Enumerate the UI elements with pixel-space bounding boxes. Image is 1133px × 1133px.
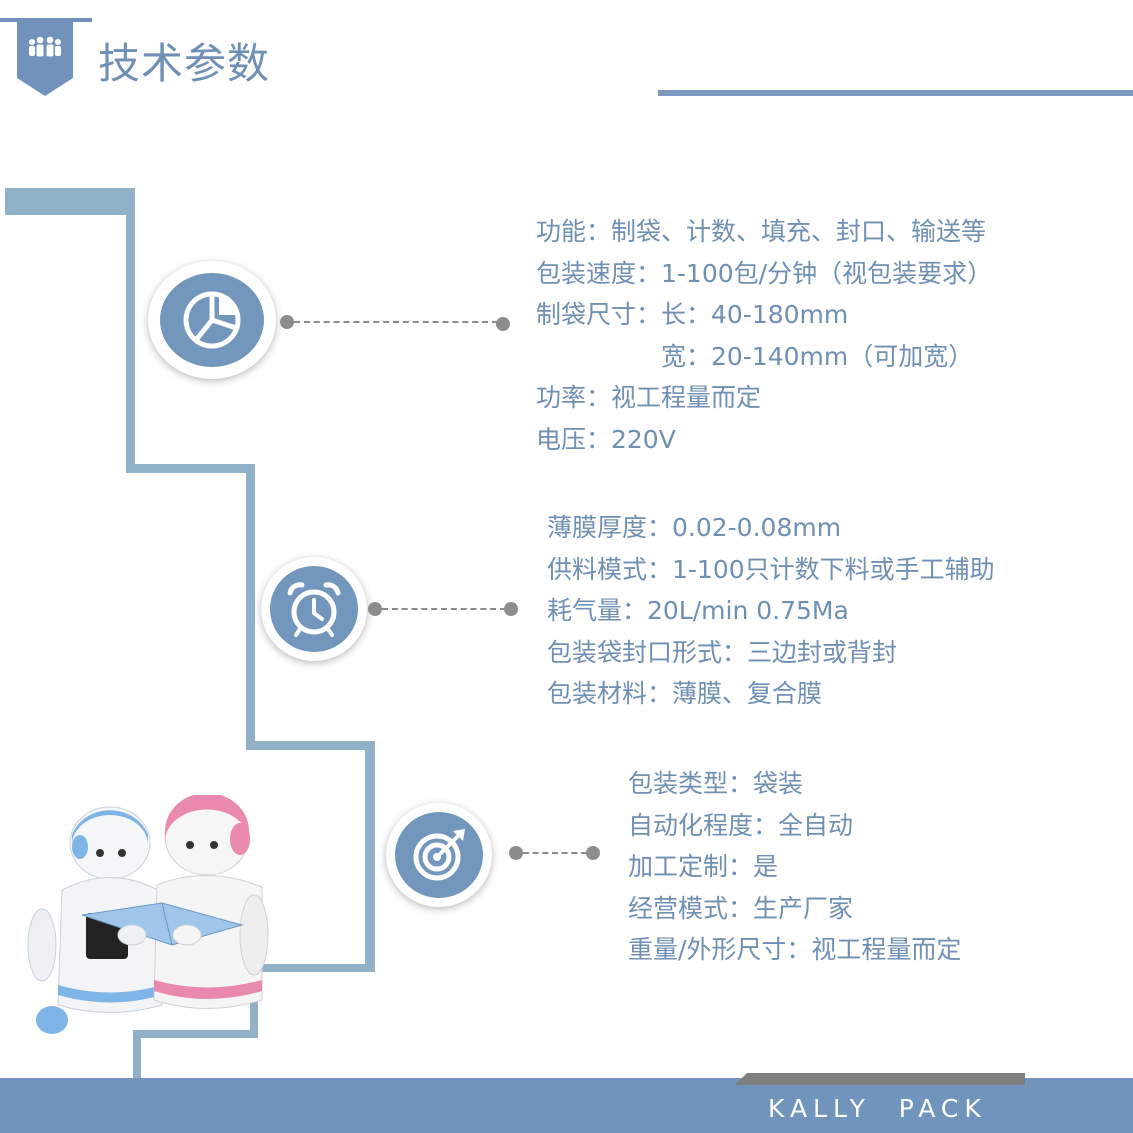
stair-step-5-top [133, 1030, 258, 1038]
section-3-connector-end [586, 846, 600, 860]
section-1-specs: 功能：制袋、计数、填充、封口、输送等 包装速度：1-100包/分钟（视包装要求）… [536, 211, 992, 460]
spec-line: 制袋尺寸：长：40-180mm [536, 300, 849, 329]
target-arrow-icon [413, 829, 465, 881]
spec-line: 功率：视工程量而定 [536, 383, 762, 412]
spec-line: 耗气量：20L/min 0.75Ma [547, 596, 849, 625]
page-title: 技术参数 [98, 39, 271, 88]
stair-step-5-riser [133, 1030, 141, 1080]
section-2-connector-start [368, 602, 382, 616]
stair-step-1-top [5, 188, 135, 215]
header-badge [17, 18, 73, 96]
section-2-connector [382, 608, 506, 610]
section-1-icon-circle [148, 261, 276, 379]
stair-step-3-riser [365, 741, 375, 972]
spec-line: 功能：制袋、计数、填充、封口、输送等 [536, 217, 987, 246]
section-2-specs: 薄膜厚度：0.02-0.08mm 供料模式：1-100只计数下料或手工辅助 耗气… [547, 507, 995, 715]
spec-line: 供料模式：1-100只计数下料或手工辅助 [547, 554, 995, 584]
stair-step-2-riser [246, 464, 255, 750]
pink-robot [153, 795, 269, 1009]
spec-line: 经营模式：生产厂家 [628, 893, 854, 923]
brand-name: KALLY PACK [768, 1094, 987, 1123]
spec-line: 包装速度：1-100包/分钟（视包装要求） [536, 258, 993, 288]
section-3-icon-circle [386, 803, 492, 907]
spec-line: 宽：20-140mm（可加宽） [536, 341, 974, 371]
stair-step-1-riser [126, 188, 135, 473]
spec-line: 重量/外形尺寸：视工程量而定 [628, 935, 962, 964]
footer-bar [0, 1078, 1133, 1133]
section-1-connector [294, 321, 498, 323]
stair-step-2-top [126, 464, 255, 473]
stair-step-4-bottom [250, 964, 375, 972]
robots-illustration [27, 795, 269, 1034]
section-1-connector-end [496, 317, 510, 331]
people-group-icon [29, 36, 61, 57]
alarm-clock-icon [287, 582, 341, 637]
section-3-connector [523, 852, 587, 854]
spec-line: 包装材料：薄膜、复合膜 [547, 679, 823, 708]
stair-step-3-top [246, 741, 375, 750]
spec-line: 自动化程度：全自动 [628, 810, 854, 840]
pie-chart-icon [183, 291, 241, 349]
section-2-connector-end [504, 602, 518, 616]
section-2-icon-circle [261, 557, 367, 661]
spec-line: 加工定制：是 [628, 852, 779, 881]
section-3-connector-start [509, 846, 523, 860]
section-1-connector-start [280, 315, 294, 329]
spec-line: 包装袋封口形式：三边封或背封 [547, 637, 898, 667]
section-3-specs: 包装类型：袋装 自动化程度：全自动 加工定制：是 经营模式：生产厂家 重量/外形… [628, 763, 961, 971]
spec-line: 电压：220V [536, 424, 676, 454]
header-rule [658, 90, 1133, 96]
book [81, 902, 244, 946]
spec-line: 薄膜厚度：0.02-0.08mm [547, 513, 842, 542]
spec-line: 包装类型：袋装 [628, 769, 804, 798]
footer-tab [735, 1073, 1025, 1085]
